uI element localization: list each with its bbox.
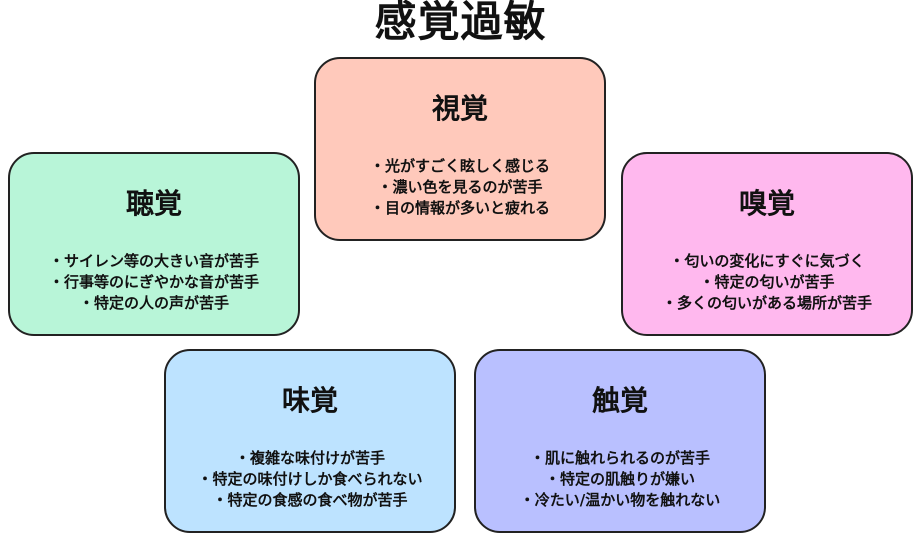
sight-box: 視覚 光がすごく眩しく感じる濃い色を見るのが苦手目の情報が多いと疲れる [314, 57, 606, 241]
diagram-title: 感覚過敏 [374, 0, 547, 46]
list-item: 目の情報が多いと疲れる [316, 198, 604, 219]
list-item: 特定の匂いが苦手 [623, 272, 911, 293]
list-item: 特定の味付けしか食べられない [166, 469, 454, 490]
list-item: 匂いの変化にすぐに気づく [623, 251, 911, 272]
list-item: 冷たい/温かい物を触れない [476, 490, 764, 511]
hearing-box: 聴覚 サイレン等の大きい音が苦手行事等のにぎやかな音が苦手特定の人の声が苦手 [8, 152, 300, 336]
box-title: 味覚 [281, 384, 338, 417]
list-item: 複雑な味付けが苦手 [166, 448, 454, 469]
list-item: 行事等のにぎやかな音が苦手 [10, 272, 298, 293]
list-item: 濃い色を見るのが苦手 [316, 177, 604, 198]
list-item: 特定の食感の食べ物が苦手 [166, 490, 454, 511]
touch-box: 触覚 肌に触れられるのが苦手特定の肌触りが嫌い冷たい/温かい物を触れない [474, 349, 766, 533]
list-item: サイレン等の大きい音が苦手 [10, 251, 298, 272]
box-title: 視覚 [431, 92, 488, 125]
box-title: 聴覚 [125, 187, 182, 220]
taste-box: 味覚 複雑な味付けが苦手特定の味付けしか食べられない特定の食感の食べ物が苦手 [164, 349, 456, 533]
box-title: 嗅覚 [738, 187, 795, 220]
list-item: 特定の人の声が苦手 [10, 293, 298, 314]
list-item: 多くの匂いがある場所が苦手 [623, 293, 911, 314]
box-title: 触覚 [591, 384, 648, 417]
list-item: 特定の肌触りが嫌い [476, 469, 764, 490]
smell-box: 嗅覚 匂いの変化にすぐに気づく特定の匂いが苦手多くの匂いがある場所が苦手 [621, 152, 913, 336]
list-item: 光がすごく眩しく感じる [316, 156, 604, 177]
list-item: 肌に触れられるのが苦手 [476, 448, 764, 469]
